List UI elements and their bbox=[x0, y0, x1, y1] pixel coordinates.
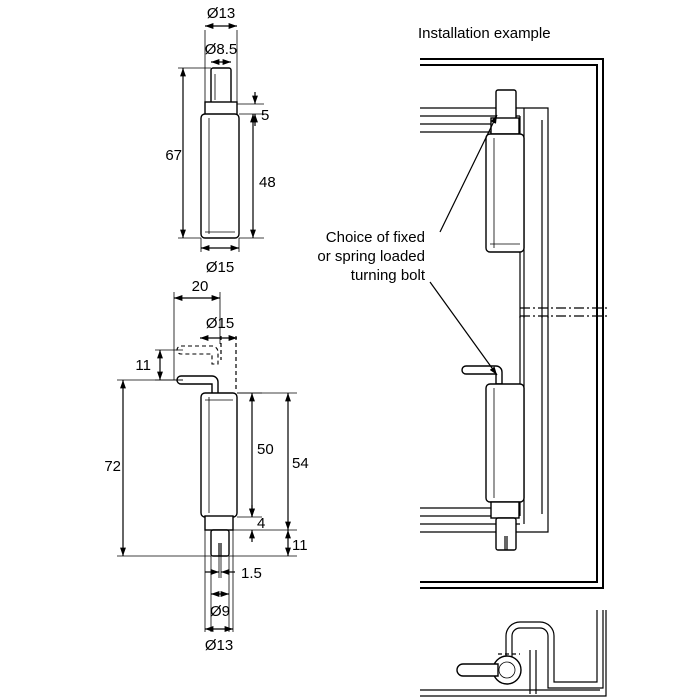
top-dim-step: 5 bbox=[261, 107, 269, 124]
bottom-bolt-drawing bbox=[176, 336, 238, 557]
bottom-dim-head-diameter: Ø13 bbox=[205, 637, 233, 654]
callout-line-1: Choice of fixed bbox=[326, 229, 425, 246]
callout-line-3: turning bolt bbox=[351, 267, 426, 284]
bottom-bolt-collar bbox=[204, 515, 234, 531]
bottom-bolt-handle-alt bbox=[176, 345, 219, 365]
bottom-dim-tip-diameter: Ø9 bbox=[210, 603, 230, 620]
bottom-dim-offset: 20 bbox=[192, 278, 209, 295]
bottom-bolt-pin bbox=[210, 529, 230, 557]
bottom-bolt-body bbox=[200, 392, 238, 518]
installation-drawing bbox=[420, 58, 608, 589]
bottom-dim-step: 4 bbox=[257, 515, 265, 532]
bottom-bolt-dimensions: 20 Ø15 11 72 50 54 4 11 bbox=[104, 278, 308, 654]
top-dim-head-diameter: Ø13 bbox=[207, 5, 235, 22]
top-dim-body-length: 48 bbox=[259, 174, 276, 191]
top-dim-pin-diameter: Ø8.5 bbox=[205, 41, 238, 58]
bottom-dim-handle-travel: 11 bbox=[135, 357, 151, 374]
bottom-dim-body-diameter: Ø15 bbox=[206, 315, 234, 332]
top-bolt-drawing bbox=[200, 67, 240, 239]
bottom-dim-tip-length: 11 bbox=[292, 537, 308, 554]
top-dim-body-diameter: Ø15 bbox=[206, 259, 234, 276]
top-dim-total-length: 67 bbox=[165, 147, 182, 164]
bottom-dim-body-length: 50 bbox=[257, 441, 274, 458]
bottom-bolt-handle bbox=[176, 375, 219, 397]
installation-section-detail bbox=[420, 610, 607, 697]
top-bolt-dimensions: Ø13 Ø8.5 67 5 48 Ø15 bbox=[165, 5, 275, 276]
installation-title: Installation example bbox=[418, 25, 551, 42]
bottom-dim-total-length: 72 bbox=[104, 458, 121, 475]
callout-line-2: or spring loaded bbox=[317, 248, 425, 265]
bottom-dim-sleeve-length: 54 bbox=[292, 455, 309, 472]
top-bolt-pin bbox=[210, 67, 232, 106]
top-bolt-body bbox=[200, 113, 240, 239]
bottom-dim-slot-width: 1.5 bbox=[241, 565, 262, 582]
